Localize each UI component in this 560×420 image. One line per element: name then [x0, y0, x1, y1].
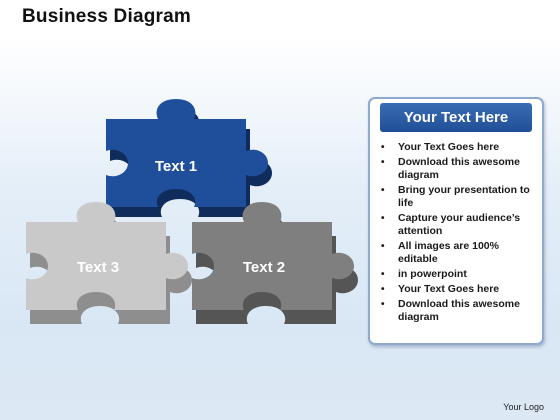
logo-text: Your Logo: [503, 402, 544, 412]
list-item-text: Your Text Goes here: [398, 141, 500, 153]
list-item-text: Capture your audience’s attention: [398, 212, 521, 237]
bullet-icon: •: [381, 241, 385, 252]
list-item: • All images are 100% editable: [378, 240, 538, 266]
page-title: Business Diagram: [22, 6, 191, 27]
text-panel: Your Text Here • Your Text Goes here • Dow…: [368, 97, 544, 345]
list-item: • Your Text Goes here: [378, 283, 538, 296]
bullet-icon: •: [381, 142, 385, 153]
list-item-text: in powerpoint: [398, 268, 467, 280]
list-item: • Download this awesome diagram: [378, 298, 538, 324]
list-item: • Download this awesome diagram: [378, 156, 538, 182]
puzzle-piece-1-face: [106, 99, 268, 207]
list-item: • in powerpoint: [378, 268, 538, 281]
puzzle-piece-3-face: [26, 202, 188, 310]
list-item: • Capture your audience’s attention: [378, 212, 538, 238]
bullet-icon: •: [381, 185, 385, 196]
title-bar: Business Diagram: [0, 0, 560, 36]
list-item-text: Your Text Goes here: [398, 283, 500, 295]
puzzle-label-1: Text 1: [155, 158, 197, 175]
bullet-icon: •: [381, 157, 385, 168]
puzzle-label-3: Text 3: [77, 259, 119, 276]
bullet-icon: •: [381, 213, 385, 224]
panel-header: Your Text Here: [380, 103, 532, 132]
list-item-text: Bring your presentation to life: [398, 184, 530, 209]
list-item-text: Download this awesome diagram: [398, 156, 520, 181]
puzzle-diagram: Text 1 Text 2 Text 3: [26, 99, 358, 324]
bullet-icon: •: [381, 269, 385, 280]
puzzle-piece-2-face: [192, 202, 354, 310]
bullet-icon: •: [381, 299, 385, 310]
list-item: • Bring your presentation to life: [378, 184, 538, 210]
list-item-text: Download this awesome diagram: [398, 298, 520, 323]
list-item-text: All images are 100% editable: [398, 240, 499, 265]
bullet-icon: •: [381, 284, 385, 295]
puzzle-label-2: Text 2: [243, 259, 285, 276]
list-item: • Your Text Goes here: [378, 141, 538, 154]
bullet-list: • Your Text Goes here • Download this awes…: [378, 141, 538, 326]
